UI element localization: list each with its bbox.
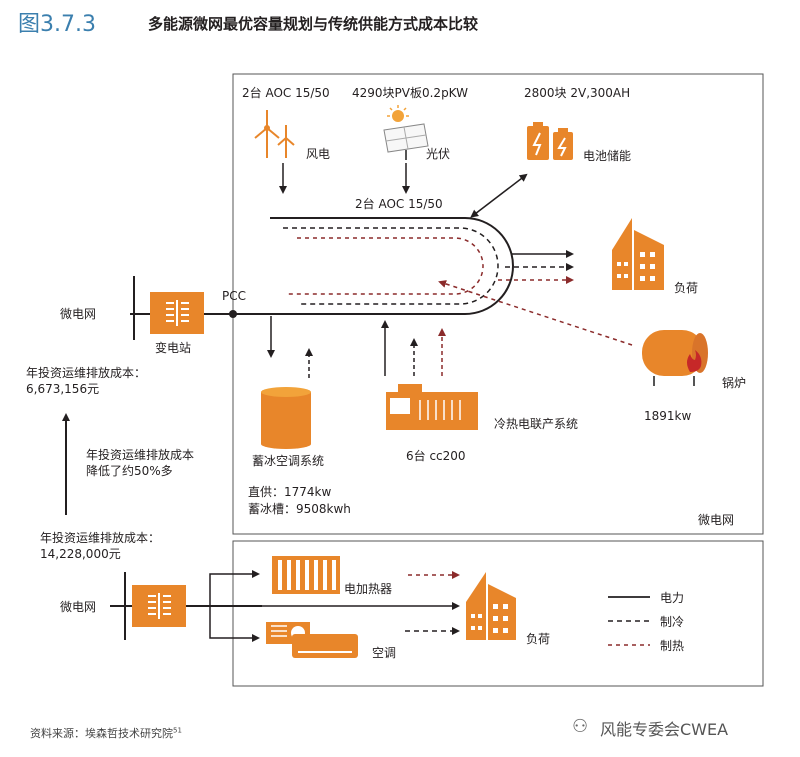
cooling-bus [283, 227, 499, 305]
wind-spec: 2台 AOC 15/50 [242, 85, 330, 100]
reduction-line2: 降低了约50%多 [86, 463, 173, 478]
new-cost-value: 6,673,156元 [26, 382, 99, 396]
figure-number: 图3.7.3 [18, 12, 96, 37]
battery-exchange-arrow [470, 173, 528, 218]
pcc-label: PCC [222, 289, 246, 303]
chp-count: 6台 cc200 [406, 448, 466, 463]
source-text: 资料来源：埃森哲技术研究院 [30, 727, 173, 740]
old-cost-value: 14,228,000元 [40, 547, 121, 561]
transformer-icon [150, 292, 204, 334]
microgrid-frame [232, 73, 764, 535]
boiler-value: 1891kw [644, 409, 691, 423]
microgrid-label: 微电网 [698, 513, 734, 527]
ice-tank: 蓄冰槽：9508kwh [248, 502, 351, 516]
legend-heating: 制热 [660, 639, 684, 653]
boiler-icon [642, 330, 708, 386]
figure-title: 多能源微网最优容量规划与传统供能方式成本比较 [148, 15, 479, 33]
heater-feed-arrow [209, 570, 260, 606]
new-cost-label: 年投资运维排放成本： [26, 365, 146, 380]
heater-label: 电加热器 [344, 582, 392, 596]
boiler-heating-arrow [438, 280, 633, 346]
grid-label-top: 微电网 [60, 307, 96, 321]
bottom-load-label: 负荷 [526, 632, 550, 646]
direct-supply: 直供：1774kw [248, 485, 331, 499]
ice-tank-icon [261, 387, 311, 449]
battery-spec: 2800块 2V,300AH [524, 86, 630, 100]
battery-label: 电池储能 [583, 148, 631, 163]
heater-icon [272, 556, 340, 594]
legend-power: 电力 [660, 591, 684, 605]
source-note: 资料来源：埃森哲技术研究院51 [30, 725, 182, 741]
pv-label: 光伏 [426, 147, 450, 161]
legend: 电力 制冷 制热 [608, 591, 684, 653]
reduction-line1: 年投资运维排放成本 [86, 447, 194, 462]
air-conditioner-icon [266, 622, 358, 658]
ac-feed-arrow [209, 606, 260, 642]
boiler-label: 锅炉 [722, 375, 746, 390]
old-cost-label: 年投资运维排放成本： [40, 530, 160, 545]
grid-label-bottom: 微电网 [60, 600, 96, 614]
wind-turbine-icon [254, 110, 295, 158]
battery-icon [527, 122, 573, 160]
chp-label: 冷热电联产系统 [494, 417, 578, 431]
load-label: 负荷 [674, 281, 698, 295]
wind-label: 风电 [306, 147, 330, 161]
building-icon [466, 572, 516, 640]
heating-bus [285, 237, 484, 295]
source-sup: 51 [173, 726, 182, 735]
building-icon [612, 218, 664, 290]
pv-spec: 4290块PV板0.2pKW [352, 86, 468, 100]
solar-panel-icon [383, 105, 429, 160]
ice-label: 蓄冰空调系统 [252, 454, 324, 468]
ac-label: 空调 [372, 646, 396, 660]
pcc-node [229, 310, 237, 318]
traditional-frame [232, 540, 764, 687]
legend-cooling: 制冷 [660, 615, 684, 629]
power-bus [130, 217, 514, 315]
bus-spec: 2台 AOC 15/50 [355, 196, 443, 211]
substation-label: 变电站 [155, 340, 191, 355]
transformer-icon [132, 585, 186, 627]
chp-generator-icon [386, 384, 478, 430]
watermark: 风能专委会CWEA [600, 720, 729, 739]
wechat-icon: ⚇ [572, 716, 589, 737]
